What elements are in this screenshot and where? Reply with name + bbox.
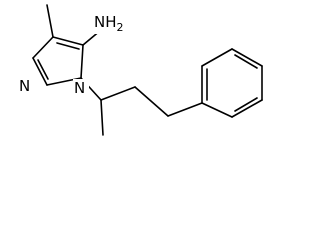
bond-c4-c5-double	[56, 42, 80, 50]
bond-ch-ch2a	[100, 86, 136, 101]
bond-c3-c4	[32, 36, 54, 59]
bond-methyl-c4	[46, 4, 54, 38]
bond-ph-5-6	[201, 48, 233, 67]
bond-ch2a-ch2b	[134, 86, 169, 117]
bond-n2-c3-double	[37, 59, 49, 80]
bond-ch2b-phenyl	[167, 102, 203, 117]
bond-ph-double-c	[234, 54, 258, 69]
atom-n2: N	[18, 77, 34, 95]
bond-ph-1-2	[201, 102, 233, 118]
bond-ch-methyl	[100, 99, 104, 136]
bond-ph-4-5	[231, 48, 263, 67]
bond-c4-c5	[52, 36, 84, 46]
atom-n1-label: N	[74, 79, 85, 97]
bond-ph-2-3	[231, 99, 263, 118]
atom-labels: N N NH2	[18, 12, 133, 97]
bond-n2-c3	[32, 57, 48, 86]
structure-canvas: N N NH2	[18, 4, 263, 136]
molecule-structure: N N NH2	[18, 4, 263, 136]
atom-amine-label: NH2	[94, 13, 124, 34]
atom-n1: N	[73, 79, 89, 97]
atom-n2-label: N	[19, 77, 30, 95]
bond-c5-n1	[80, 44, 84, 79]
atom-amine-symbol: NH	[94, 13, 117, 31]
bonds	[32, 4, 263, 136]
atom-amine-subscript: 2	[117, 21, 124, 34]
atom-amine: NH2	[93, 12, 133, 34]
bond-ph-double-b	[234, 97, 258, 112]
